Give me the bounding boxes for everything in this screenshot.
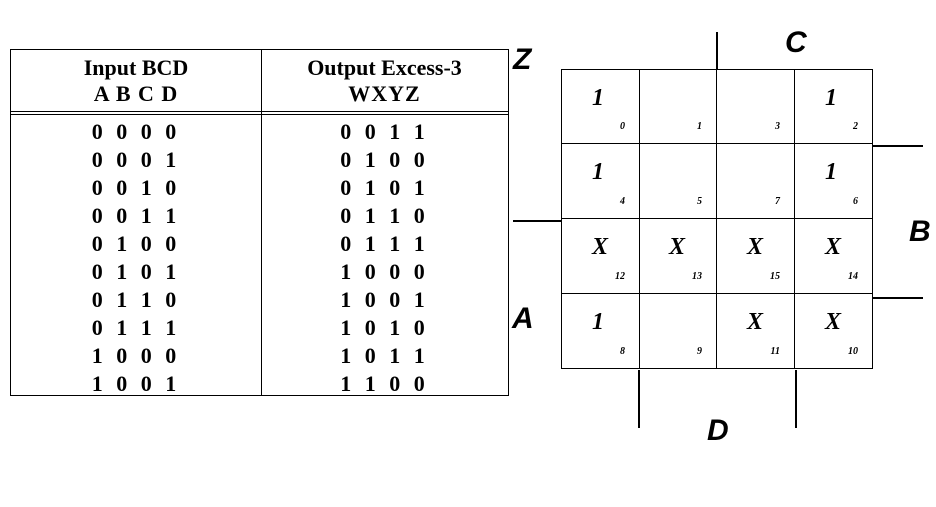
d-region-line-left	[638, 370, 640, 428]
a-region-line	[513, 220, 561, 222]
b-region-line-top	[873, 145, 923, 147]
cell-value: X	[825, 309, 842, 335]
minterm-index: 4	[620, 196, 625, 207]
input-row: 0 1 1 0	[91, 287, 181, 312]
input-row: 0 0 0 0	[91, 119, 181, 144]
kmap-cell: X 10	[795, 294, 873, 369]
kmap-cell: 3	[717, 69, 795, 144]
input-row: 0 1 1 1	[91, 315, 181, 340]
var-a-label: A	[512, 302, 534, 335]
cell-value: X	[669, 234, 686, 260]
b-region-line-bottom	[873, 297, 923, 299]
output-subheader: WXYZ	[348, 81, 421, 106]
output-row: 0 1 1 0	[340, 203, 429, 228]
minterm-index: 10	[848, 346, 858, 357]
output-row: 1 1 0 0	[340, 371, 429, 396]
output-row: 1 0 1 0	[340, 315, 429, 340]
minterm-index: 1	[697, 121, 702, 132]
input-row: 0 0 0 1	[91, 147, 181, 172]
output-row: 0 0 1 1	[340, 119, 429, 144]
minterm-index: 5	[697, 196, 702, 207]
input-row: 0 0 1 0	[91, 175, 181, 200]
header-rule	[11, 111, 508, 112]
kmap-cell: X 11	[717, 294, 795, 369]
output-row: 0 1 0 1	[340, 175, 429, 200]
input-row: 0 1 0 0	[91, 231, 181, 256]
output-column: Output Excess-3 WXYZ 0 0 1 1 0 1 0 0 0 1 0…	[261, 50, 508, 398]
output-row: 0 1 1 1	[340, 231, 429, 256]
kmap-cell: X 14	[795, 219, 873, 294]
cell-value: 1	[825, 85, 837, 111]
header-rule-double	[11, 114, 508, 115]
kmap-cell: X 12	[561, 219, 640, 294]
minterm-index: 11	[770, 346, 780, 357]
input-subheader: A B C D	[93, 81, 179, 106]
output-header: Output Excess-3	[307, 55, 462, 80]
var-b-label: B	[909, 215, 931, 248]
input-header: Input BCD	[83, 55, 189, 80]
cell-value: X	[747, 234, 764, 260]
cell-value: X	[747, 309, 764, 335]
output-row: 1 0 1 1	[340, 343, 429, 368]
minterm-index: 0	[620, 121, 625, 132]
input-row: 0 0 1 1	[91, 203, 181, 228]
function-label: Z	[513, 43, 532, 76]
cell-value: 1	[825, 159, 837, 185]
c-region-line	[716, 32, 718, 69]
minterm-index: 13	[692, 271, 702, 282]
minterm-index: 6	[853, 196, 858, 207]
cell-value: X	[592, 234, 609, 260]
minterm-index: 12	[615, 271, 625, 282]
kmap-cell: 7	[717, 144, 795, 219]
table-column-divider	[261, 50, 262, 395]
input-row: 1 0 0 0	[91, 343, 181, 368]
output-row: 0 1 0 0	[340, 147, 429, 172]
d-region-line-right	[795, 370, 797, 428]
output-rows: 0 0 1 1 0 1 0 0 0 1 0 1 0 1 1 0 0 1 1 1 1 0 0…	[261, 118, 508, 398]
minterm-index: 14	[848, 271, 858, 282]
cell-value: X	[825, 234, 842, 260]
cell-value: 1	[592, 85, 604, 111]
kmap-cell: X 13	[639, 219, 717, 294]
minterm-index: 2	[853, 121, 858, 132]
minterm-index: 8	[620, 346, 625, 357]
output-row: 1 0 0 0	[340, 259, 429, 284]
cell-value: 1	[592, 159, 604, 185]
var-d-label: D	[707, 414, 729, 447]
input-row: 1 0 0 1	[91, 371, 181, 396]
kmap-cell: 9	[639, 294, 717, 369]
var-c-label: C	[785, 26, 807, 59]
kmap-cell: 5	[639, 144, 717, 219]
input-row: 0 1 0 1	[91, 259, 181, 284]
kmap-cell: 1	[639, 69, 717, 144]
kmap-cell: X 15	[717, 219, 795, 294]
minterm-index: 3	[775, 121, 780, 132]
cell-value: 1	[592, 309, 604, 335]
minterm-index: 15	[770, 271, 780, 282]
input-rows: 0 0 0 0 0 0 0 1 0 0 1 0 0 0 1 1 0 1 0 0 0 1 0…	[11, 118, 261, 398]
output-row: 1 0 0 1	[340, 287, 429, 312]
minterm-index: 9	[697, 346, 702, 357]
minterm-index: 7	[775, 196, 780, 207]
